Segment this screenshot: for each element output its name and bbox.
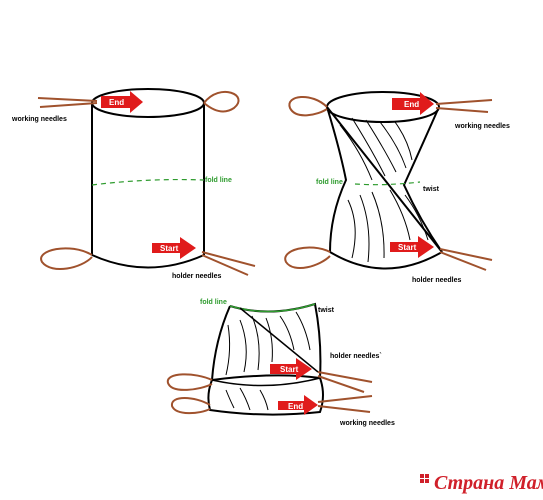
needle-loop-bottom-left-2	[284, 246, 331, 270]
fabric-folds-3	[225, 311, 311, 411]
working-needles-left-1	[37, 97, 98, 108]
label-holder-needles-3: holder needles`	[330, 353, 382, 360]
end-arrow-2	[392, 92, 434, 115]
start-arrow-2	[390, 236, 434, 258]
watermark: Страна Мам	[420, 472, 543, 494]
needle-loop-left-lower-3	[171, 397, 211, 415]
fold-line-dashed	[91, 178, 205, 186]
end-arrow-1	[101, 91, 143, 113]
end-arrow-3	[278, 395, 318, 415]
panel-1-tube: End Start working needles fold line hold…	[11, 88, 256, 280]
label-fold-line-1: fold line	[205, 177, 232, 184]
start-arrow-2-label: Start	[398, 243, 417, 252]
fabric-folds-2	[339, 117, 429, 263]
label-twist-3: twist	[318, 307, 335, 314]
end-arrow-1-label: End	[109, 98, 124, 107]
working-needles-right-3	[317, 395, 373, 413]
label-working-needles-2: working needles	[454, 123, 510, 130]
start-arrow-1	[152, 237, 196, 259]
start-arrow-3-label: Start	[280, 365, 299, 374]
holder-needles-right-1	[201, 251, 256, 276]
label-holder-needles-1: holder needles	[172, 273, 222, 280]
label-fold-line-3: fold line	[200, 299, 227, 306]
panel-3-folded: Start End fold line twist holder needles…	[166, 299, 395, 427]
label-twist-2: twist	[423, 186, 440, 193]
end-arrow-3-label: End	[288, 402, 303, 411]
holder-needles-right-2	[439, 248, 493, 271]
label-holder-needles-2: holder needles	[412, 277, 462, 284]
panel-2-twisted-tube: End Start working needles fold line twis…	[284, 91, 510, 284]
watermark-text: Страна Мам	[434, 472, 543, 494]
label-working-needles-3: working needles	[339, 420, 395, 427]
start-arrow-1-label: Start	[160, 244, 179, 253]
working-needles-right-2	[435, 99, 493, 113]
label-working-needles-1: working needles	[11, 116, 67, 123]
needle-loop-left-upper-3	[166, 373, 213, 391]
needle-loop-bottom-left-1	[40, 247, 93, 271]
needle-loop-top-left-2	[288, 96, 328, 117]
label-fold-line-2: fold line	[316, 179, 343, 186]
fold-line-dashed-2	[354, 181, 421, 186]
fold-line-solid-3	[229, 303, 316, 313]
holder-needles-right-3	[317, 371, 373, 393]
needle-loop-top-right-1	[203, 91, 240, 113]
end-arrow-2-label: End	[404, 100, 419, 109]
start-arrow-3	[270, 358, 312, 380]
